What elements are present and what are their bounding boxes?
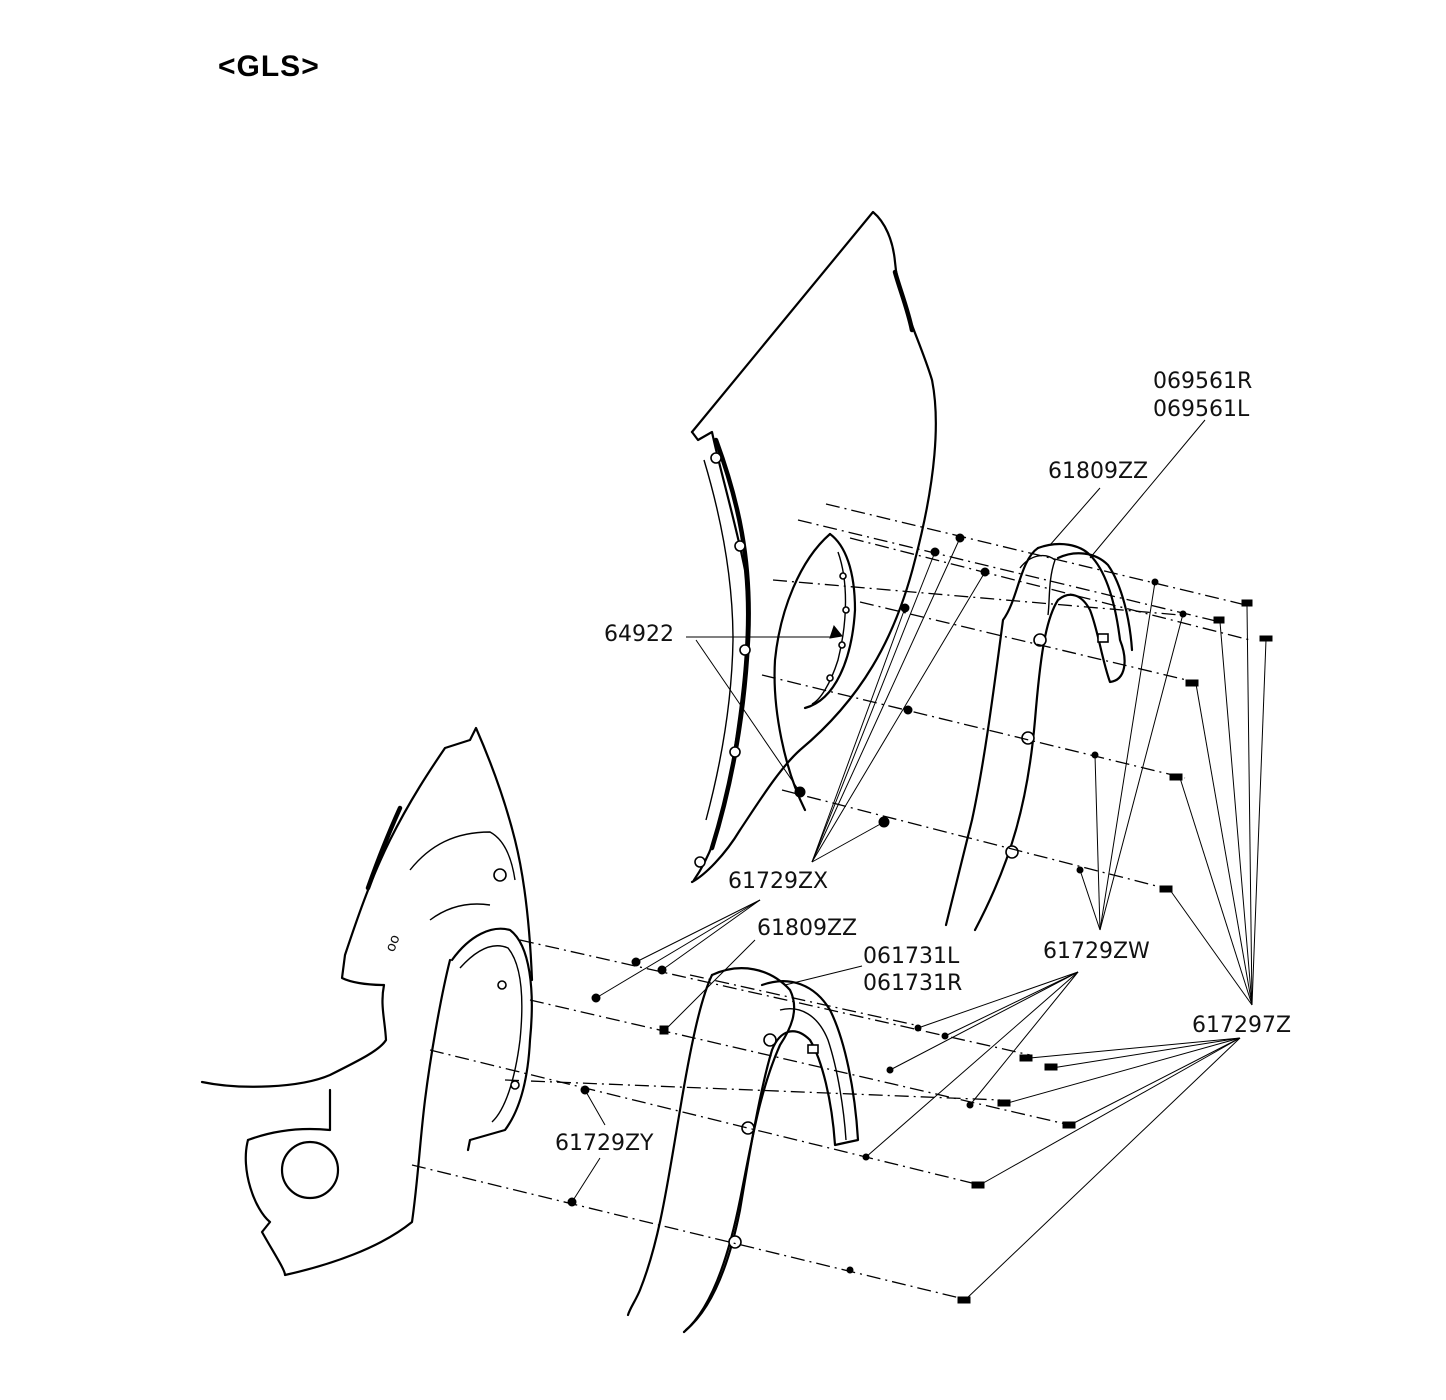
label-61729ZW: 61729ZW xyxy=(1043,939,1150,964)
screw-617297Z xyxy=(1169,773,1183,781)
screw-617297Z xyxy=(1185,679,1199,687)
label-61809ZZ-low: 61809ZZ xyxy=(757,916,857,941)
screw-617297Z xyxy=(997,1099,1011,1107)
label-61729ZY: 61729ZY xyxy=(555,1131,654,1156)
panel-clip-hole xyxy=(694,856,706,868)
panel-clip-hole xyxy=(739,644,751,656)
screw-617297Z xyxy=(1213,616,1225,624)
label-617297Z: 617297Z xyxy=(1192,1013,1291,1038)
panel-clip-hole xyxy=(729,746,741,758)
liner-clip-hole xyxy=(838,641,846,649)
flare-mount-hole xyxy=(741,1121,755,1135)
label-64922: 64922 xyxy=(604,622,674,647)
label-069561R: 069561R xyxy=(1153,369,1252,394)
liner-clip-hole xyxy=(839,572,847,580)
screw-617297Z xyxy=(957,1296,971,1304)
screw-617297Z xyxy=(1241,599,1253,607)
fender-marking: oo xyxy=(383,933,404,955)
flare-tab xyxy=(1097,633,1109,643)
flare-mount-hole xyxy=(1005,845,1019,859)
liner-clip-hole xyxy=(493,868,507,882)
flare-tab xyxy=(807,1044,819,1054)
rear-wheel-arch-flare xyxy=(944,542,1134,932)
model-heading: <GLS> xyxy=(218,50,320,83)
label-61809ZZ-top: 61809ZZ xyxy=(1048,459,1148,484)
flare-mount-hole xyxy=(1033,633,1047,647)
part-labels: 069561R 069561L 61809ZZ 64922 61729ZX 61… xyxy=(555,369,1291,1156)
rear-assembly-centerlines xyxy=(761,503,1251,891)
flare-mount-hole xyxy=(763,1033,777,1047)
clip-61729ZW xyxy=(846,1266,854,1274)
flare-mount-hole xyxy=(1021,731,1035,745)
clip-61809ZZ xyxy=(659,1025,669,1035)
screw-617297Z xyxy=(1159,885,1173,893)
front-wheel-arch-flare-inner xyxy=(626,967,796,1334)
front-wheel-arch-flare-outer xyxy=(684,980,860,1332)
liner-clip-hole xyxy=(826,674,834,682)
label-061731L: 061731L xyxy=(863,944,960,969)
panel-clip-hole xyxy=(734,540,746,552)
label-061731R: 061731R xyxy=(863,971,962,996)
liner-clip-hole xyxy=(842,606,850,614)
liner-clip-hole xyxy=(497,980,507,990)
rear-inner-liner xyxy=(773,532,857,812)
screw-617297Z xyxy=(971,1181,985,1189)
screw-617297Z xyxy=(1062,1121,1076,1129)
front-inner-liner xyxy=(450,868,533,1152)
clip-61729ZX xyxy=(903,705,913,715)
label-61729ZX: 61729ZX xyxy=(728,869,828,894)
panel-clip-hole xyxy=(710,452,722,464)
front-fender-panel: oo xyxy=(200,726,534,1277)
flare-mount-hole xyxy=(728,1235,742,1249)
label-069561L: 069561L xyxy=(1153,397,1250,422)
retainer-64922 xyxy=(829,624,843,639)
leader-lines xyxy=(571,419,1267,1301)
rear-fasteners xyxy=(794,533,1273,893)
liner-clip-hole xyxy=(510,1080,520,1090)
rear-quarter-panel xyxy=(690,210,937,884)
